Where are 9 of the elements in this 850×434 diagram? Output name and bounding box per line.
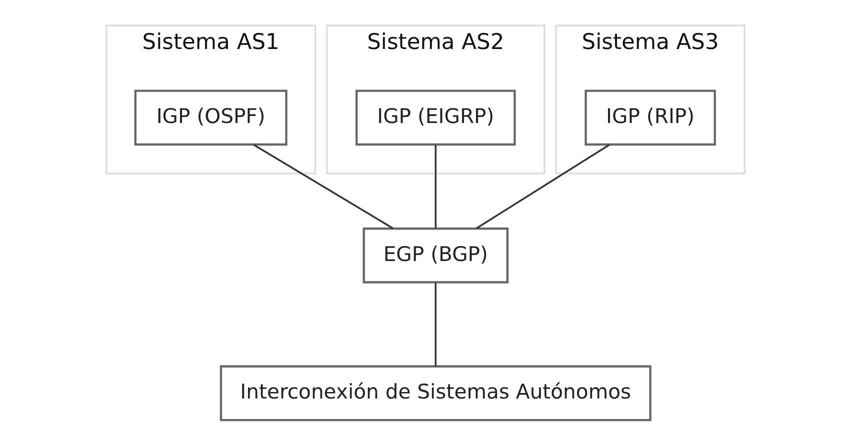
node-box: IGP (OSPF)	[134, 90, 287, 146]
node-box: IGP (EIGRP)	[355, 90, 516, 146]
connector	[434, 282, 436, 366]
connector	[252, 144, 393, 230]
node-box: Interconexión de Sistemas Autónomos	[219, 365, 651, 422]
connector	[434, 145, 436, 229]
node-box: IGP (RIP)	[584, 90, 716, 146]
connector	[475, 144, 610, 230]
node-box: EGP (BGP)	[362, 228, 508, 284]
